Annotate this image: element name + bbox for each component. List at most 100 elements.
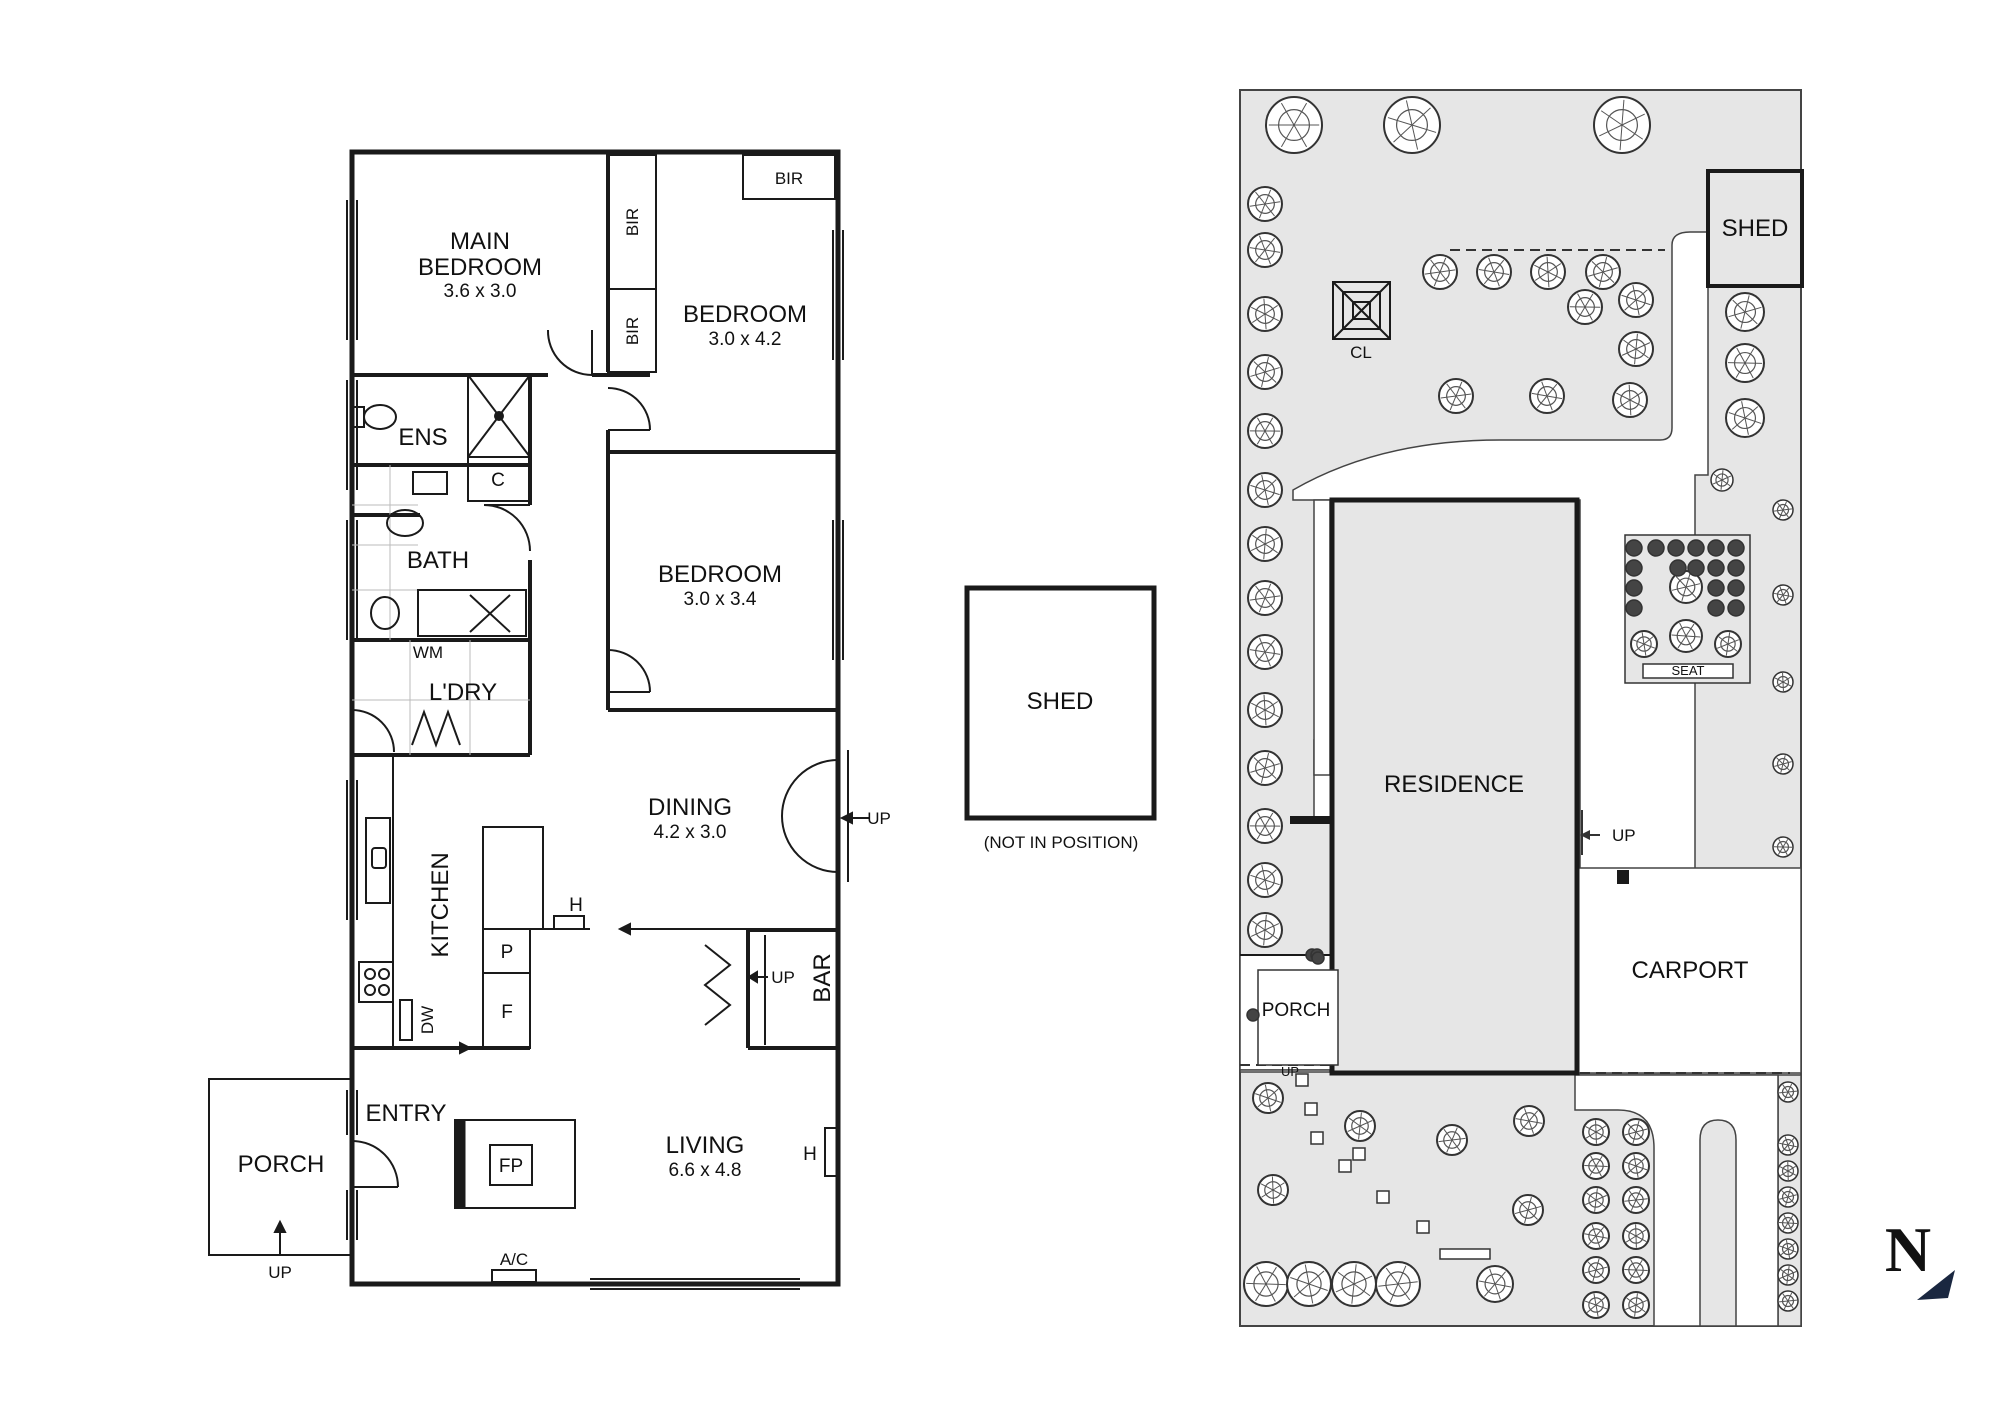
tree-icon [1583,1153,1609,1179]
seat-label: SEAT [1672,663,1705,678]
tree-icon [1778,1187,1798,1207]
wm-label: WM [413,643,443,662]
tree-icon [1708,580,1724,596]
tree-icon [1728,560,1744,576]
tree-icon [1773,500,1793,520]
tree-icon [1623,1292,1649,1318]
residence-label: RESIDENCE [1384,771,1524,798]
tree-icon [1619,332,1653,366]
heater-kitchen-label: H [569,895,583,916]
tree-icon [1531,255,1565,289]
tree-icon [1773,837,1793,857]
kitchen-label: KITCHEN [427,852,454,957]
bir-upper-label: BIR [623,208,642,236]
tree-icon [1248,473,1282,507]
tree-icon [1439,379,1473,413]
tree-icon [1773,672,1793,692]
tree-icon [1583,1292,1609,1318]
carport-label: CARPORT [1632,957,1749,984]
dining-dims: 4.2 x 3.0 [654,822,727,843]
tree-icon [1583,1223,1609,1249]
tree-icon [1778,1213,1798,1233]
tree-icon [1715,631,1741,657]
tree-icon [1248,581,1282,615]
tree-icon [1626,560,1642,576]
tree-icon [1728,540,1744,556]
tree-icon [1248,635,1282,669]
tree-icon [1726,399,1764,437]
bedroom-3-dims: 3.0 x 3.4 [684,589,757,610]
tree-icon [1248,355,1282,389]
tree-icon [1248,187,1282,221]
fireplace-label: FP [499,1156,523,1177]
tree-icon [1688,540,1704,556]
tree-icon [1778,1239,1798,1259]
tree-icon [1248,863,1282,897]
tree-icon [1247,1009,1259,1021]
tree-icon [1248,414,1282,448]
tree-icon [1623,1187,1649,1213]
tree-icon [1248,751,1282,785]
site-up-label: UP [1612,826,1636,845]
tree-icon [1258,1175,1288,1205]
tree-icon [1437,1125,1467,1155]
tree-icon [1332,1262,1376,1306]
tree-icon [1623,1223,1649,1249]
interior-walls [352,152,838,1048]
site-shed-label: SHED [1722,215,1789,242]
tree-icon [1773,754,1793,774]
floor-plan-labels: MAIN BEDROOM 3.6 x 3.0 BIR BIR BIR BEDRO… [238,169,891,1282]
tree-icon [1708,600,1724,616]
tree-icon [1248,233,1282,267]
bedroom-3-label: BEDROOM [658,561,782,588]
tree-icon [1623,1153,1649,1179]
tree-icon [1778,1135,1798,1155]
detached-shed-label: SHED [1027,688,1094,715]
ensuite-label: ENS [398,424,447,451]
tree-icon [1626,600,1642,616]
tree-icon [1583,1119,1609,1145]
tree-icon [1626,540,1642,556]
entry-label: ENTRY [366,1100,447,1127]
ac-label: A/C [500,1250,528,1269]
tree-icon [1244,1262,1288,1306]
main-bedroom-label-2: BEDROOM [418,254,542,281]
living-dims: 6.6 x 4.8 [669,1160,742,1181]
tree-icon [1778,1291,1798,1311]
tree-icon [1345,1111,1375,1141]
tree-icon [1726,344,1764,382]
tree-icon [1583,1187,1609,1213]
fridge-label: F [501,1002,513,1023]
tree-icon [1613,383,1647,417]
tree-icon [1688,560,1704,576]
tree-icon [1312,952,1324,964]
dining-label: DINING [648,794,732,821]
tree-icon [1778,1082,1798,1102]
compass-letter: N [1885,1214,1931,1285]
porch-label: PORCH [238,1151,325,1178]
bar-up-label: UP [771,968,795,987]
tree-icon [1248,527,1282,561]
tree-icon [1626,580,1642,596]
tree-icon [1726,293,1764,331]
heater-living-label: H [803,1144,817,1165]
tree-icon [1631,631,1657,657]
tree-icon [1477,255,1511,289]
tree-icon [1266,97,1322,153]
tree-icon [1668,540,1684,556]
tree-icon [1477,1266,1513,1302]
living-label: LIVING [666,1132,745,1159]
tree-icon [1423,255,1457,289]
cupboard-label: C [491,470,505,491]
tree-icon [1513,1195,1543,1225]
tree-icon [1728,580,1744,596]
bir-top-label: BIR [775,169,803,188]
tree-icon [1248,809,1282,843]
pantry-label: P [501,942,514,963]
arrows [275,813,870,1255]
tree-icon [1376,1262,1420,1306]
tree-icon [1530,379,1564,413]
bir-lower-label: BIR [623,317,642,345]
